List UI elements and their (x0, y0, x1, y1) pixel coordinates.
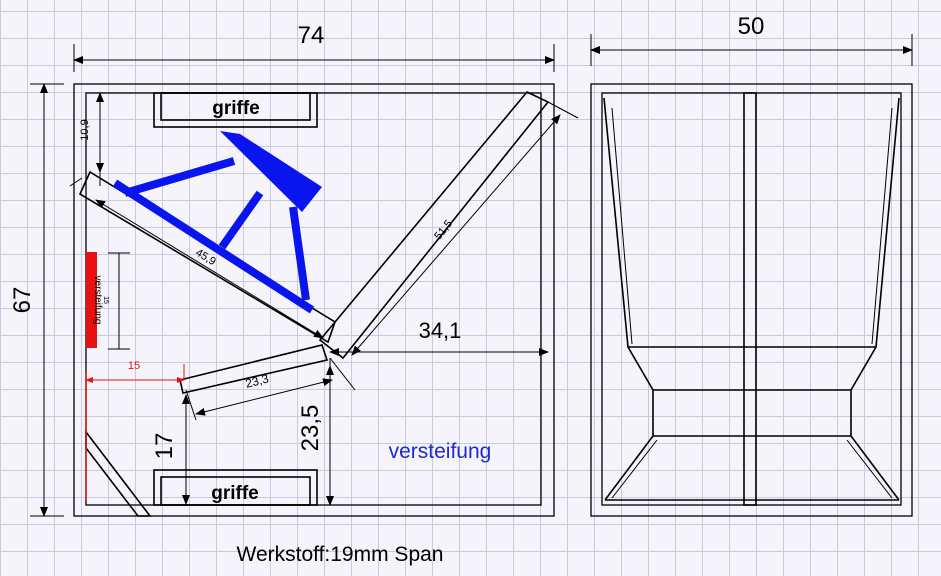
width-front-text: 74 (298, 22, 325, 49)
brace-length-text: 15 (102, 296, 109, 304)
inner-width-text: 34,1 (419, 318, 462, 343)
horn-profile (603, 97, 900, 501)
handle-height-text: 17 (151, 433, 178, 460)
handle-height-dimension: 17 (151, 394, 190, 505)
brace-length-dimension: 15 (102, 252, 130, 350)
board-height-text: 23,5 (297, 405, 324, 452)
top-gap-dimension: 10,9 (79, 92, 104, 173)
center-divider (743, 92, 757, 506)
width-side-text: 50 (738, 13, 765, 40)
bottom-handle: griffe (153, 469, 318, 506)
brace-note: versteifung (389, 440, 492, 463)
side-view: 50 (590, 13, 913, 517)
bottom-handle-label: griffe (211, 483, 259, 504)
brace-offset-dimension: 15 (85, 360, 185, 500)
width-side-dimension: 50 (590, 13, 913, 66)
top-gap-text: 10,9 (79, 119, 91, 140)
long-board-dimension: 51,5 (351, 101, 579, 356)
front-view: griffe griffe (9, 22, 579, 517)
short-board-text: 23,3 (244, 371, 270, 390)
height-text: 67 (9, 287, 36, 314)
corner-brace (85, 429, 152, 517)
short-board (179, 344, 329, 394)
top-handle: griffe (153, 92, 318, 128)
side-outer-outline (590, 83, 913, 517)
height-dimension: 67 (9, 83, 64, 517)
vertical-brace (86, 252, 97, 348)
baffle-length-dimension: 45,9 (95, 199, 324, 339)
width-front-dimension: 74 (73, 22, 555, 72)
board-height-dimension: 23,5 (297, 365, 334, 506)
top-handle-label: griffe (212, 98, 260, 119)
brace-offset-text: 15 (128, 360, 140, 372)
driver-icon (112, 131, 322, 314)
material-note: Werkstoff:19mm Span (237, 543, 444, 566)
inner-width-dimension: 34,1 (329, 318, 549, 356)
vertical-brace-label: versteifung (92, 276, 103, 325)
